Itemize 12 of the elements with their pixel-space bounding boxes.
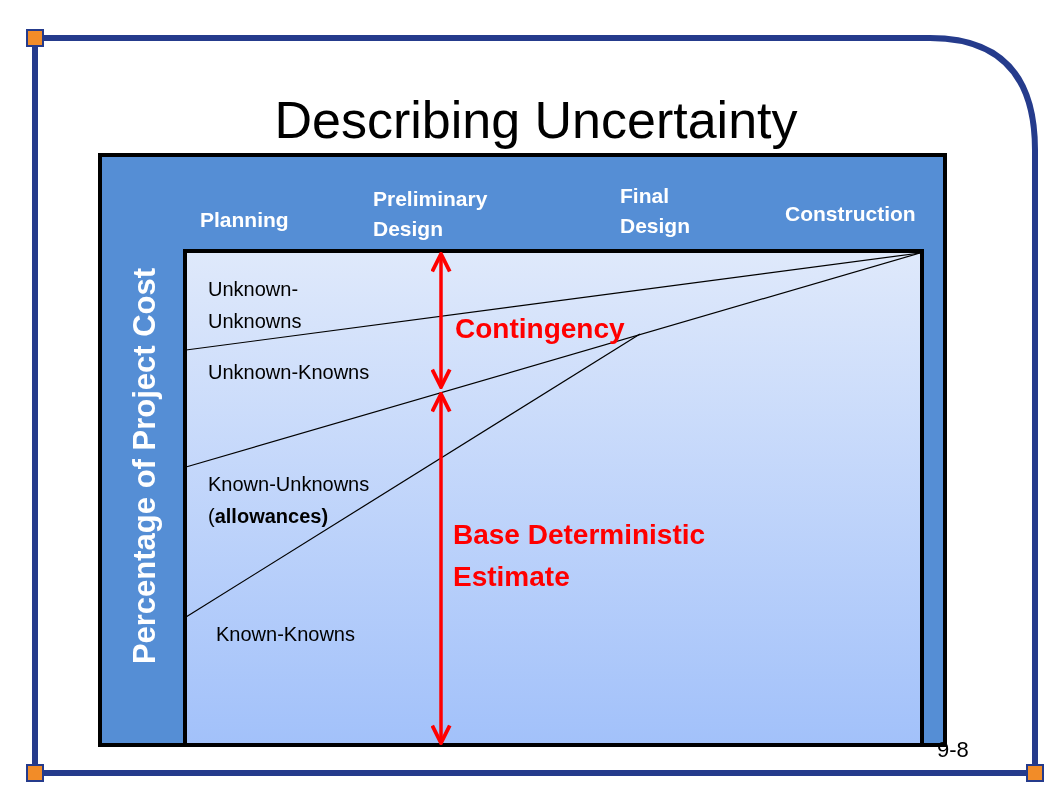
phase-label: Planning (200, 207, 290, 233)
phase-label: Preliminary Design (373, 186, 489, 242)
phase-label: Final Design (620, 183, 691, 239)
region-label: Unknown-Knowns (208, 360, 371, 385)
phase-label: Construction (785, 201, 917, 227)
region-label: Known-Knowns (216, 622, 356, 647)
slide-title: Describing Uncertainty (273, 90, 799, 151)
region-label: Known-Unknowns (allowances) (208, 472, 371, 529)
axis-title: Percentage of Project Cost (126, 266, 163, 667)
region-label: Unknown- Unknowns (208, 277, 303, 334)
annotation-label: Contingency (455, 312, 626, 346)
annotation-label: Base Deterministic Estimate (453, 518, 707, 594)
